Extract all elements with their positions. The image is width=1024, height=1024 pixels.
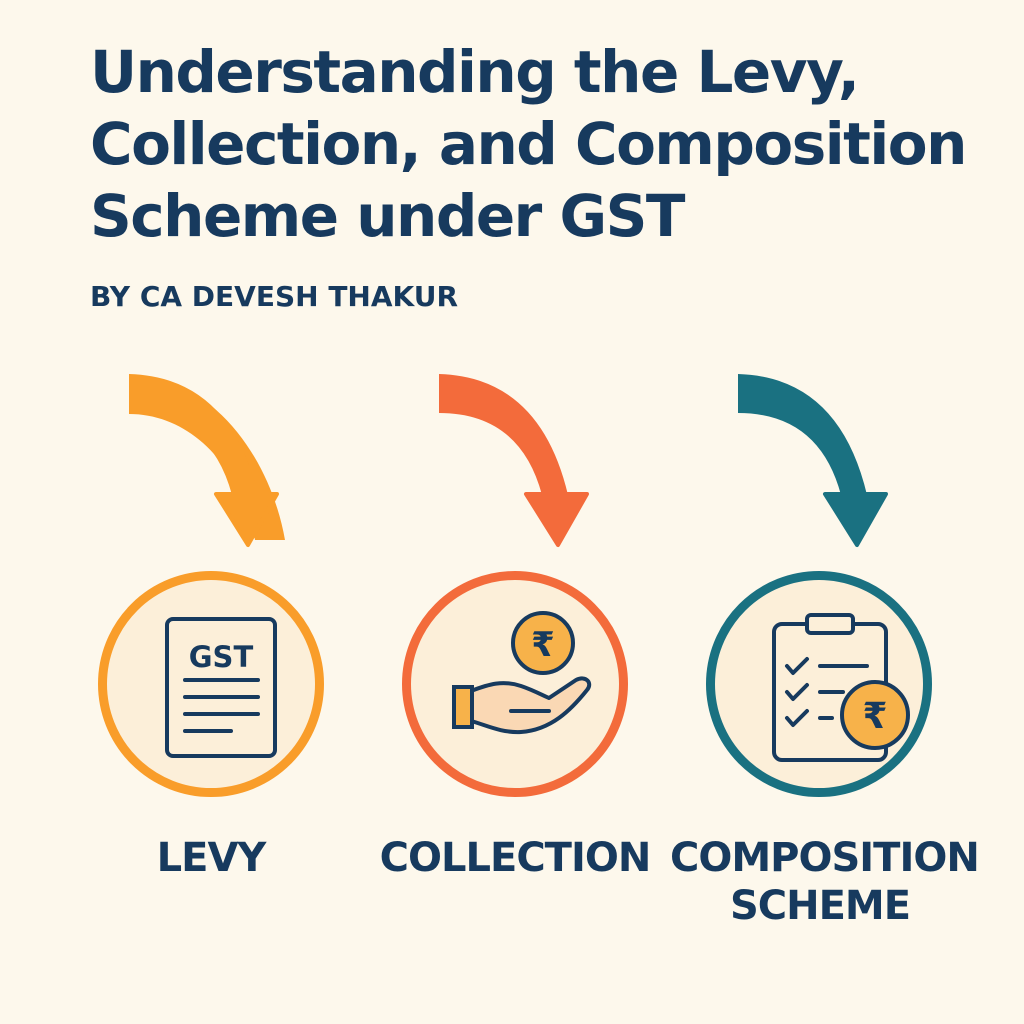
svg-text:₹: ₹: [862, 696, 887, 737]
composition-label-line-1: COMPOSITION: [670, 835, 980, 881]
curved-arrow-down-icon: [738, 374, 888, 547]
svg-text:₹: ₹: [531, 625, 555, 665]
gst-document-icon: GST: [165, 617, 277, 758]
clipboard-checklist-rupee-icon: ₹: [772, 613, 910, 762]
svg-text:GST: GST: [189, 640, 254, 674]
collection-circle: ₹: [402, 571, 628, 797]
page-title: Understanding the Levy, Collection, and …: [90, 36, 990, 252]
collection-label-text: COLLECTION: [379, 835, 652, 881]
levy-label-text: LEVY: [156, 835, 267, 881]
curved-arrow-down-icon: [439, 374, 589, 547]
composition-label-line-2: SCHEME: [729, 883, 911, 929]
title-line-1: Understanding the Levy,: [90, 38, 860, 106]
composition-scheme-label: COMPOSITION SCHEME: [670, 834, 980, 930]
composition-scheme-circle: ₹: [706, 571, 932, 797]
title-line-2: Collection, and Composition: [90, 110, 967, 178]
levy-circle: GST: [98, 571, 324, 797]
hand-with-rupee-coin-icon: ₹: [452, 611, 592, 735]
collection-label: COLLECTION: [365, 834, 665, 882]
author-byline: BY CA DEVESH THAKUR: [90, 280, 459, 313]
title-line-3: Scheme under GST: [90, 182, 685, 250]
curved-arrow-down-icon: [129, 374, 285, 547]
levy-label: LEVY: [98, 834, 324, 882]
